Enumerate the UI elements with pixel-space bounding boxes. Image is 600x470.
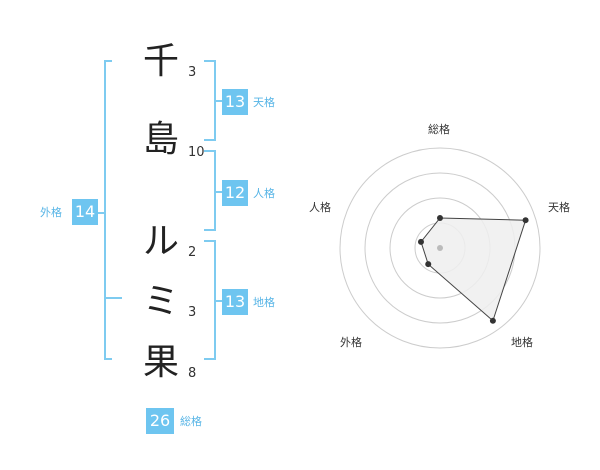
gaikaku-label: 外格 — [40, 206, 62, 219]
soukaku-label: 総格 — [180, 415, 202, 428]
jinkaku-label: 人格 — [253, 187, 275, 200]
chikaku-label: 地格 — [253, 296, 275, 309]
radar-point — [417, 238, 424, 245]
radar-label-jinkaku: 人格 — [309, 201, 331, 214]
stroke-count-5: 8 — [188, 366, 197, 381]
tenkaku-bracket-tick — [214, 100, 222, 102]
radar-center-dot — [437, 245, 443, 251]
radar-label-soukaku: 総格 — [428, 123, 450, 136]
radar-label-tenkaku: 天格 — [548, 201, 570, 214]
chikaku-value-badge: 13 — [222, 289, 248, 315]
gaikaku-value-badge: 14 — [72, 199, 98, 225]
tenkaku-value-badge: 13 — [222, 89, 248, 115]
radar-point — [437, 215, 443, 221]
stroke-count-1: 3 — [188, 65, 197, 80]
stroke-count-4: 3 — [188, 305, 197, 320]
name-char-5: 果 — [142, 342, 179, 383]
tenkaku-label: 天格 — [253, 96, 275, 109]
radar-point — [489, 317, 496, 324]
name-char-4: ミ — [142, 281, 179, 322]
name-divider-tick — [106, 297, 122, 299]
radar-label-chikaku: 地格 — [511, 336, 533, 349]
name-char-3: ル — [142, 221, 179, 262]
radar-label-gaikaku: 外格 — [340, 336, 362, 349]
radar-point — [425, 261, 432, 268]
stroke-count-2: 10 — [188, 145, 205, 160]
radar-polygon — [420, 217, 527, 322]
name-char-2: 島 — [142, 119, 179, 160]
jinkaku-bracket-tick — [214, 191, 222, 193]
soukaku-value-badge: 26 — [146, 408, 174, 434]
radar-ring — [339, 147, 541, 349]
jinkaku-value-badge: 12 — [222, 180, 248, 206]
chikaku-bracket-tick — [214, 300, 222, 302]
gaikaku-bracket — [104, 60, 112, 360]
radar-points — [417, 215, 529, 324]
radar-point — [522, 217, 529, 224]
name-char-1: 千 — [142, 41, 179, 82]
jinkaku-bracket — [204, 150, 216, 231]
gaikaku-bracket-tick — [97, 212, 105, 214]
stroke-count-3: 2 — [188, 245, 197, 260]
